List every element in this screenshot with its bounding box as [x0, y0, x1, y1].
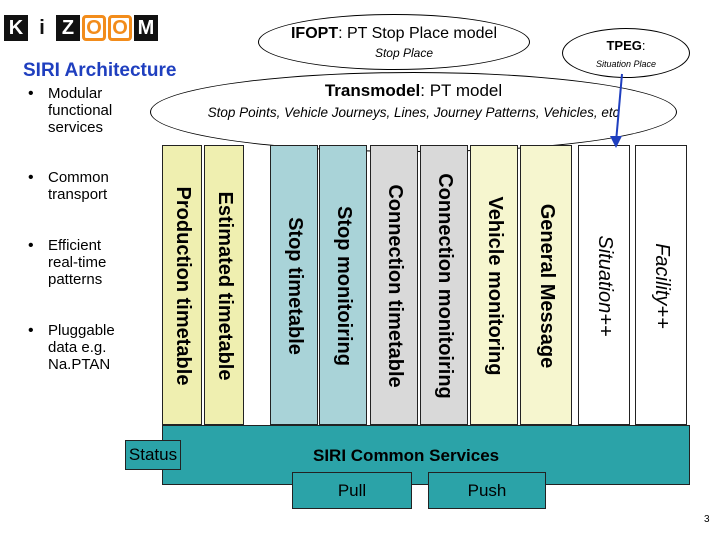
column-9[interactable]: Situation++ — [578, 145, 630, 425]
arrow-line — [615, 73, 623, 143]
tpeg-title-bold: TPEG — [606, 38, 642, 53]
tpeg-title-colon: : — [641, 38, 646, 53]
tpeg-arrow — [610, 73, 623, 148]
bullet-text: Modular functional services — [48, 85, 113, 136]
arrow-head — [610, 136, 622, 148]
siri-common-services: SIRI Common Services — [162, 425, 690, 485]
column-4[interactable]: Stop monitoiring — [319, 145, 367, 425]
column-label: Stop timetable — [284, 217, 306, 355]
bullet-text: Efficient real-time patterns — [48, 237, 107, 288]
transmodel-subtitle: Stop Points, Vehicle Journeys, Lines, Jo… — [207, 105, 620, 120]
transmodel-title-rest: : PT model — [420, 81, 503, 100]
status-box[interactable]: Status — [125, 440, 181, 470]
bullet-dot: • — [28, 169, 34, 186]
ifopt-title-rest: : PT Stop Place model — [338, 25, 497, 42]
ifopt-title-bold: IFOPT — [290, 25, 339, 42]
bullet-text: Pluggable data e.g. Na.PTAN — [48, 322, 115, 373]
bullet-pluggable: • Pluggable data e.g. Na.PTAN — [28, 322, 143, 373]
ifopt-title: IFOPT: PT Stop Place model — [259, 25, 529, 43]
bullet-modular: • Modular functional services — [28, 85, 143, 136]
push-button[interactable]: Push — [428, 472, 546, 509]
page-number: 3 — [704, 514, 710, 525]
logo-letter-i: i — [30, 15, 54, 41]
ifopt-ellipse: IFOPT: PT Stop Place model Stop Place — [258, 14, 530, 70]
column-label: Stop monitoiring — [333, 206, 355, 366]
logo-letter-o1: O — [82, 15, 106, 41]
column-label: Connection monitoiring — [434, 173, 456, 399]
kizoom-logo: K i Z O O M — [4, 15, 158, 41]
transmodel-title: Transmodel: PT model — [151, 81, 676, 101]
bullet-dot: • — [28, 322, 34, 339]
column-label: Facility++ — [651, 243, 673, 329]
transmodel-ellipse: Transmodel: PT model Stop Points, Vehicl… — [150, 72, 677, 152]
bullet-efficient: • Efficient real-time patterns — [28, 237, 128, 288]
column-8[interactable]: General Message — [520, 145, 572, 425]
bullet-dot: • — [28, 85, 34, 102]
column-label: Vehicle monitoring — [484, 196, 506, 376]
column-label: Connection timetable — [384, 184, 406, 388]
tpeg-ellipse: TPEG: Situation Place — [562, 28, 690, 78]
logo-letter-z: Z — [56, 15, 80, 41]
logo-letter-k: K — [4, 15, 28, 41]
tpeg-subtitle: Situation Place — [595, 59, 657, 69]
logo-letter-o2: O — [108, 15, 132, 41]
column-2[interactable]: Estimated timetable — [204, 145, 244, 425]
bullet-common: • Common transport — [28, 169, 133, 203]
column-3[interactable]: Stop timetable — [270, 145, 318, 425]
transmodel-title-bold: Transmodel — [324, 81, 421, 100]
column-6[interactable]: Connection monitoiring — [420, 145, 468, 425]
bullet-dot: • — [28, 237, 34, 254]
column-label: Situation++ — [594, 235, 616, 337]
ifopt-subtitle: Stop Place — [374, 46, 434, 60]
services-label: SIRI Common Services — [313, 446, 500, 465]
column-label: Estimated timetable — [214, 191, 236, 381]
column-7[interactable]: Vehicle monitoring — [470, 145, 518, 425]
logo-letter-m: M — [134, 15, 158, 41]
column-1[interactable]: Production timetable — [162, 145, 202, 425]
column-label: Production timetable — [172, 186, 194, 386]
column-10[interactable]: Facility++ — [635, 145, 687, 425]
bullet-text: Common transport — [48, 169, 109, 203]
pull-button[interactable]: Pull — [292, 472, 412, 509]
tpeg-title: TPEG: — [563, 38, 689, 53]
column-label: General Message — [536, 203, 558, 369]
column-5[interactable]: Connection timetable — [370, 145, 418, 425]
architecture-title: SIRI Architecture — [23, 60, 177, 81]
